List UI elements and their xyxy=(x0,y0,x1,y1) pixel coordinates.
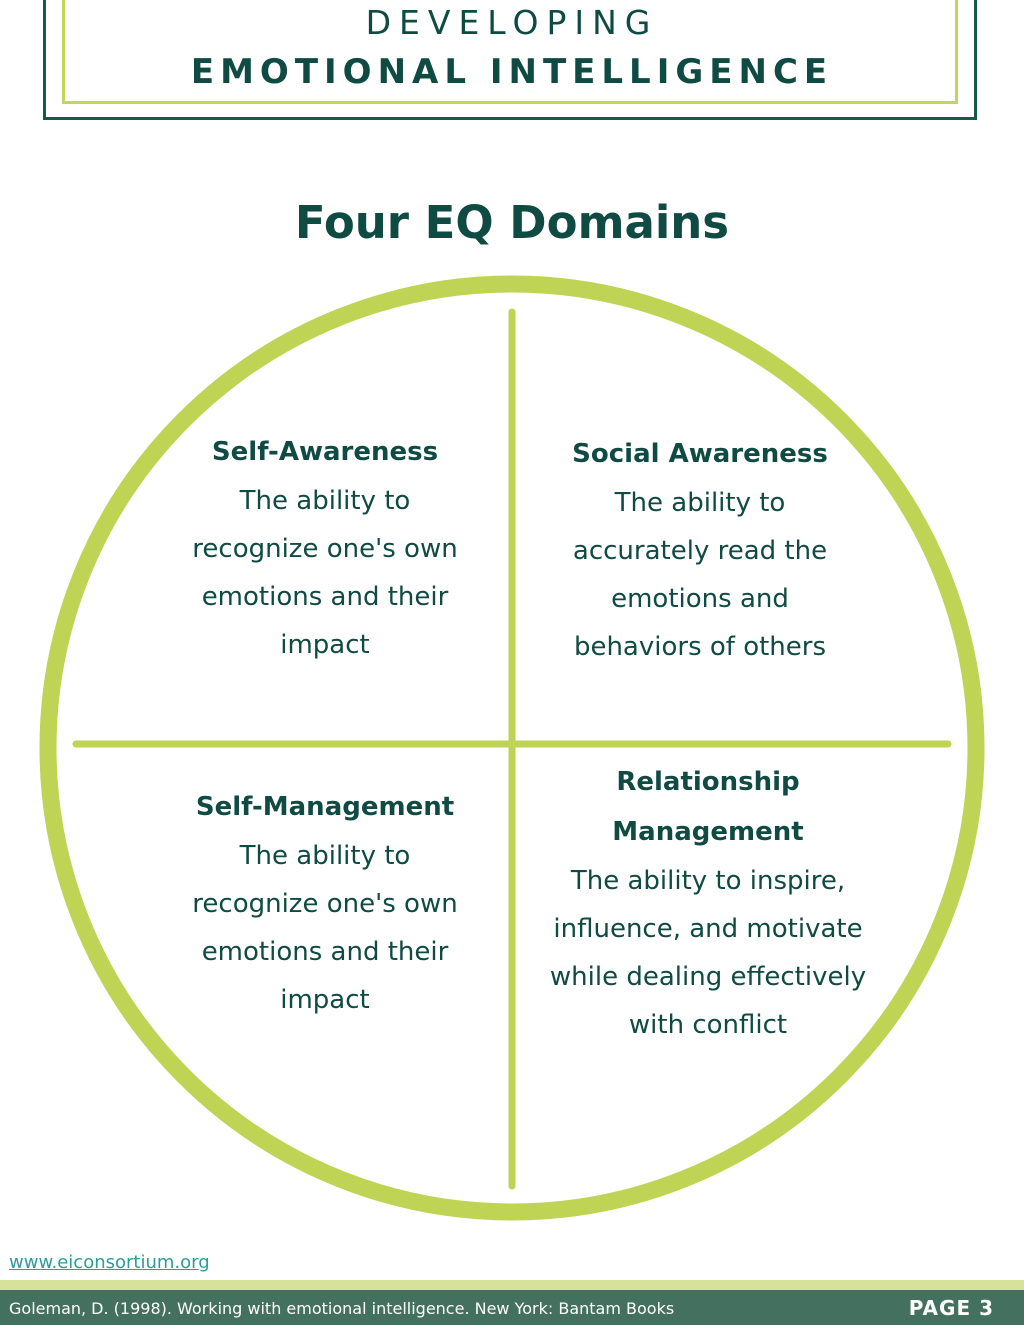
quadrant-description-line: emotions and their xyxy=(201,582,449,612)
quadrant-description-line: impact xyxy=(280,985,370,1015)
quadrant-title: Social Awareness xyxy=(572,439,828,469)
quadrant-title: Relationship xyxy=(616,767,800,797)
page-number: PAGE 3 xyxy=(908,1296,994,1320)
footer-citation: Goleman, D. (1998). Working with emotion… xyxy=(9,1299,675,1318)
header-line-emotional-intelligence: EMOTIONAL INTELLIGENCE xyxy=(190,52,834,92)
quadrant-relationship-management: Relationship Management The ability to i… xyxy=(518,757,898,1049)
domains-circle xyxy=(39,275,985,1221)
quadrant-description-line: behaviors of others xyxy=(573,632,827,662)
footer-bar xyxy=(0,1290,1024,1325)
header-outer-frame xyxy=(43,0,977,120)
quadrant-title: Self-Management xyxy=(195,792,455,822)
quadrant-description-line: The ability to xyxy=(239,486,411,516)
quadrant-description-line: with conflict xyxy=(628,1010,788,1040)
quadrant-description-line: The ability to inspire, xyxy=(570,866,846,896)
quadrant-social-awareness: Social Awareness The ability to accurate… xyxy=(515,429,885,671)
quadrant-title: Management xyxy=(612,817,804,847)
footer-stripe xyxy=(0,1280,1024,1290)
header-inner-frame xyxy=(62,0,958,104)
quadrant-self-management: Self-Management The ability to recognize… xyxy=(140,782,510,1024)
header-line-developing: DEVELOPING xyxy=(365,3,659,42)
quadrant-description-line: emotions and their xyxy=(201,937,449,967)
quadrant-title: Self-Awareness xyxy=(211,437,439,467)
quadrant-description-line: while dealing effectively xyxy=(549,962,867,992)
quadrant-description-line: recognize one's own xyxy=(192,534,458,564)
quadrant-description-line: recognize one's own xyxy=(192,889,458,919)
website-link[interactable]: www.eiconsortium.org xyxy=(9,1252,210,1273)
quadrant-description-line: accurately read the xyxy=(572,536,828,566)
quadrant-description-line: impact xyxy=(280,630,370,660)
quadrant-description-line: emotions and xyxy=(611,584,789,614)
quadrant-description-line: The ability to xyxy=(239,841,411,871)
page-title: Four EQ Domains xyxy=(294,196,730,249)
quadrant-description-line: The ability to xyxy=(614,488,786,518)
quadrant-self-awareness: Self-Awareness The ability to recognize … xyxy=(140,427,510,669)
quadrant-description-line: influence, and motivate xyxy=(553,914,863,944)
